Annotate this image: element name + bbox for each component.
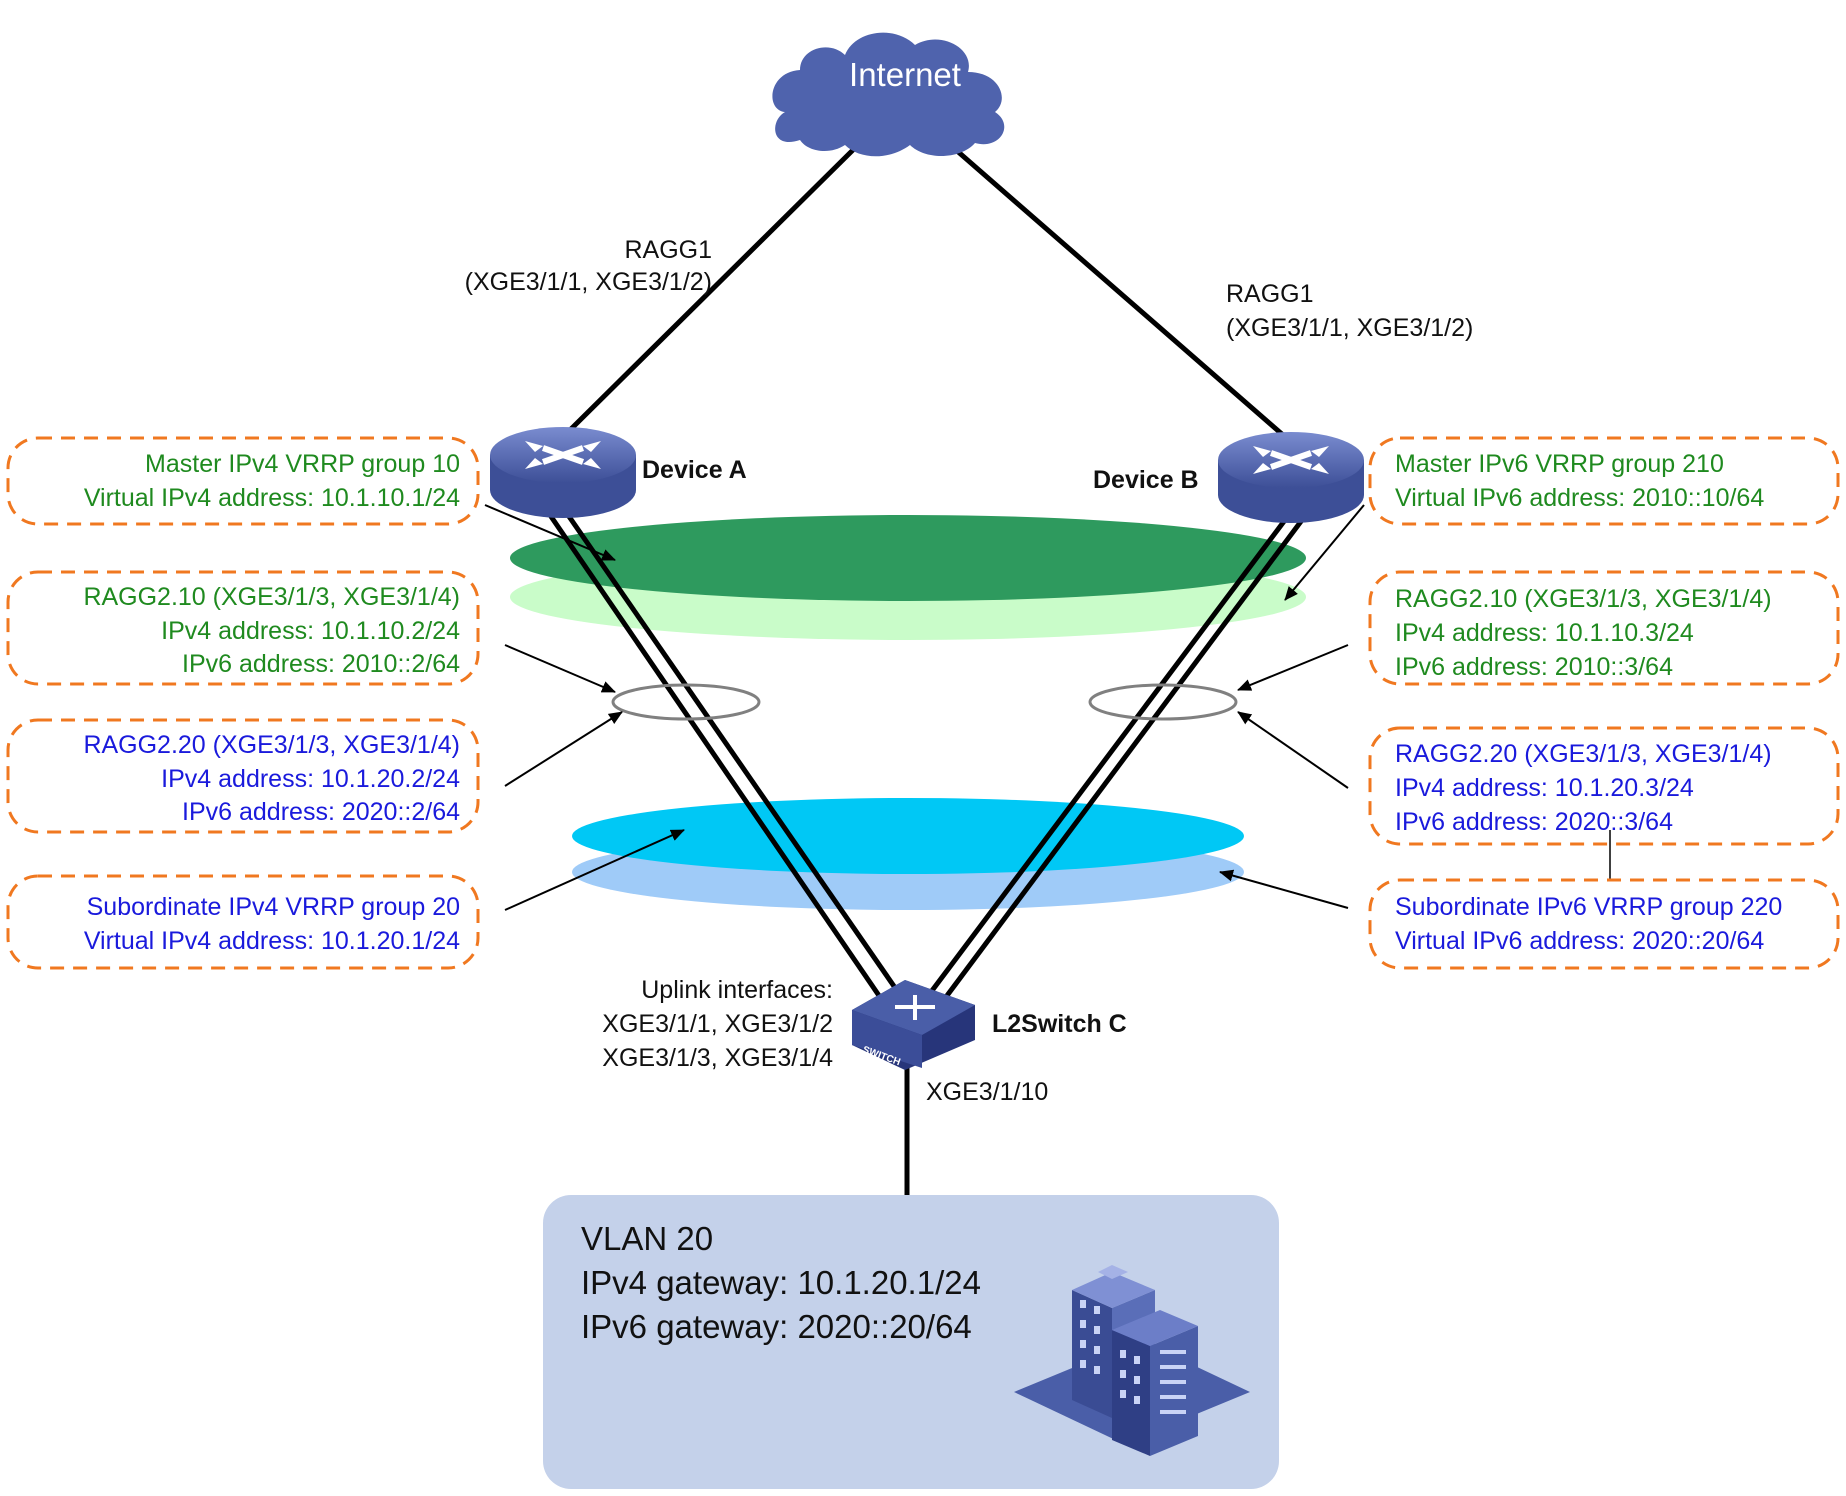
vlan-ipv4-gateway: IPv4 gateway: 10.1.20.1/24 <box>581 1264 981 1301</box>
callout-ragg2-20-a: RAGG2.20 (XGE3/1/3, XGE3/1/4) IPv4 addre… <box>6 718 480 834</box>
callout-text: RAGG2.20 (XGE3/1/3, XGE3/1/4) <box>83 731 460 759</box>
callout-text: RAGG2.10 (XGE3/1/3, XGE3/1/4) <box>83 583 460 611</box>
callout-text: Subordinate IPv6 VRRP group 220 <box>1395 893 1782 921</box>
callout-ragg2-10-a: RAGG2.10 (XGE3/1/3, XGE3/1/4) IPv4 addre… <box>6 570 480 686</box>
callout-text: RAGG2.20 (XGE3/1/3, XGE3/1/4) <box>1395 740 1772 768</box>
device-b-uplink-name: RAGG1 <box>1226 280 1314 308</box>
internet-label: Internet <box>849 56 961 93</box>
link-device-a-switch-1 <box>547 513 885 1002</box>
pointer-arrow <box>1219 869 1349 909</box>
pointer-arrow <box>1284 504 1365 601</box>
vrrp-group-20-plane <box>572 798 1244 874</box>
switch-uplink-line1: XGE3/1/1, XGE3/1/2 <box>602 1010 833 1038</box>
pointer-arrow <box>504 644 616 693</box>
vrrp-group-10-plane <box>510 515 1306 601</box>
callout-text: IPv4 address: 10.1.20.2/24 <box>161 765 460 793</box>
callout-master-ipv6-vrrp: Master IPv6 VRRP group 210 Virtual IPv6 … <box>1368 436 1840 526</box>
pointer-arrow <box>1237 644 1349 691</box>
device-a-uplink-name: RAGG1 <box>624 236 712 264</box>
pointer-arrow <box>504 829 685 911</box>
callout-text: RAGG2.10 (XGE3/1/3, XGE3/1/4) <box>1395 585 1772 613</box>
switch-downlink-label: XGE3/1/10 <box>926 1078 1048 1106</box>
callout-text: Subordinate IPv4 VRRP group 20 <box>87 893 460 921</box>
device-b-label: Device B <box>1093 466 1199 494</box>
callout-text: IPv4 address: 10.1.10.2/24 <box>161 617 460 645</box>
callout-master-ipv4-vrrp: Master IPv4 VRRP group 10 Virtual IPv4 a… <box>6 436 480 526</box>
device-a-label: Device A <box>642 456 747 484</box>
callout-text: Virtual IPv6 address: 2020::20/64 <box>1395 927 1764 955</box>
switch-uplink-title: Uplink interfaces: <box>641 976 833 1004</box>
vlan-name: VLAN 20 <box>581 1220 713 1257</box>
pointer-arrow <box>1237 711 1349 789</box>
callout-text: IPv6 address: 2010::3/64 <box>1395 653 1673 681</box>
internet-cloud-icon: Internet <box>772 32 1005 157</box>
callout-text: Virtual IPv6 address: 2010::10/64 <box>1395 484 1764 512</box>
callout-ragg2-10-b: RAGG2.10 (XGE3/1/3, XGE3/1/4) IPv4 addre… <box>1368 570 1840 686</box>
link-device-a-switch-2 <box>565 513 901 994</box>
callout-text: Virtual IPv4 address: 10.1.10.1/24 <box>84 484 460 512</box>
vlan-ipv6-gateway: IPv6 gateway: 2020::20/64 <box>581 1308 972 1345</box>
device-a-uplink-ports: (XGE3/1/1, XGE3/1/2) <box>465 268 712 296</box>
callout-subordinate-ipv4-vrrp: Subordinate IPv4 VRRP group 20 Virtual I… <box>6 874 480 970</box>
switch-c-label: L2Switch C <box>992 1010 1127 1038</box>
building-icon <box>1014 1265 1250 1456</box>
callout-ragg2-20-b: RAGG2.20 (XGE3/1/3, XGE3/1/4) IPv4 addre… <box>1368 726 1840 846</box>
link-internet-device-a <box>568 141 862 432</box>
callout-text: IPv6 address: 2020::3/64 <box>1395 808 1673 836</box>
link-device-b-switch-1 <box>923 518 1287 1002</box>
callout-text: Master IPv4 VRRP group 10 <box>145 450 460 478</box>
callout-text: IPv4 address: 10.1.20.3/24 <box>1395 774 1694 802</box>
callout-text: IPv4 address: 10.1.10.3/24 <box>1395 619 1694 647</box>
link-internet-device-b <box>946 141 1285 437</box>
callout-text: IPv6 address: 2010::2/64 <box>182 650 460 678</box>
pointer-arrow <box>484 504 616 561</box>
aggregation-ring-b <box>1088 683 1238 721</box>
link-device-b-switch-2 <box>937 518 1305 1007</box>
switch-c-icon: SWITCH <box>852 980 975 1070</box>
device-b-uplink-ports: (XGE3/1/1, XGE3/1/2) <box>1226 314 1473 342</box>
callout-subordinate-ipv6-vrrp: Subordinate IPv6 VRRP group 220 Virtual … <box>1368 878 1840 970</box>
pointer-arrow <box>504 711 623 787</box>
device-b-router-icon <box>1218 432 1364 523</box>
aggregation-ring-a <box>611 683 761 721</box>
callout-text: Master IPv6 VRRP group 210 <box>1395 450 1724 478</box>
switch-uplink-line2: XGE3/1/3, XGE3/1/4 <box>602 1044 833 1072</box>
device-a-router-icon <box>490 427 636 518</box>
callout-text: IPv6 address: 2020::2/64 <box>182 798 460 826</box>
callout-text: Virtual IPv4 address: 10.1.20.1/24 <box>84 927 460 955</box>
